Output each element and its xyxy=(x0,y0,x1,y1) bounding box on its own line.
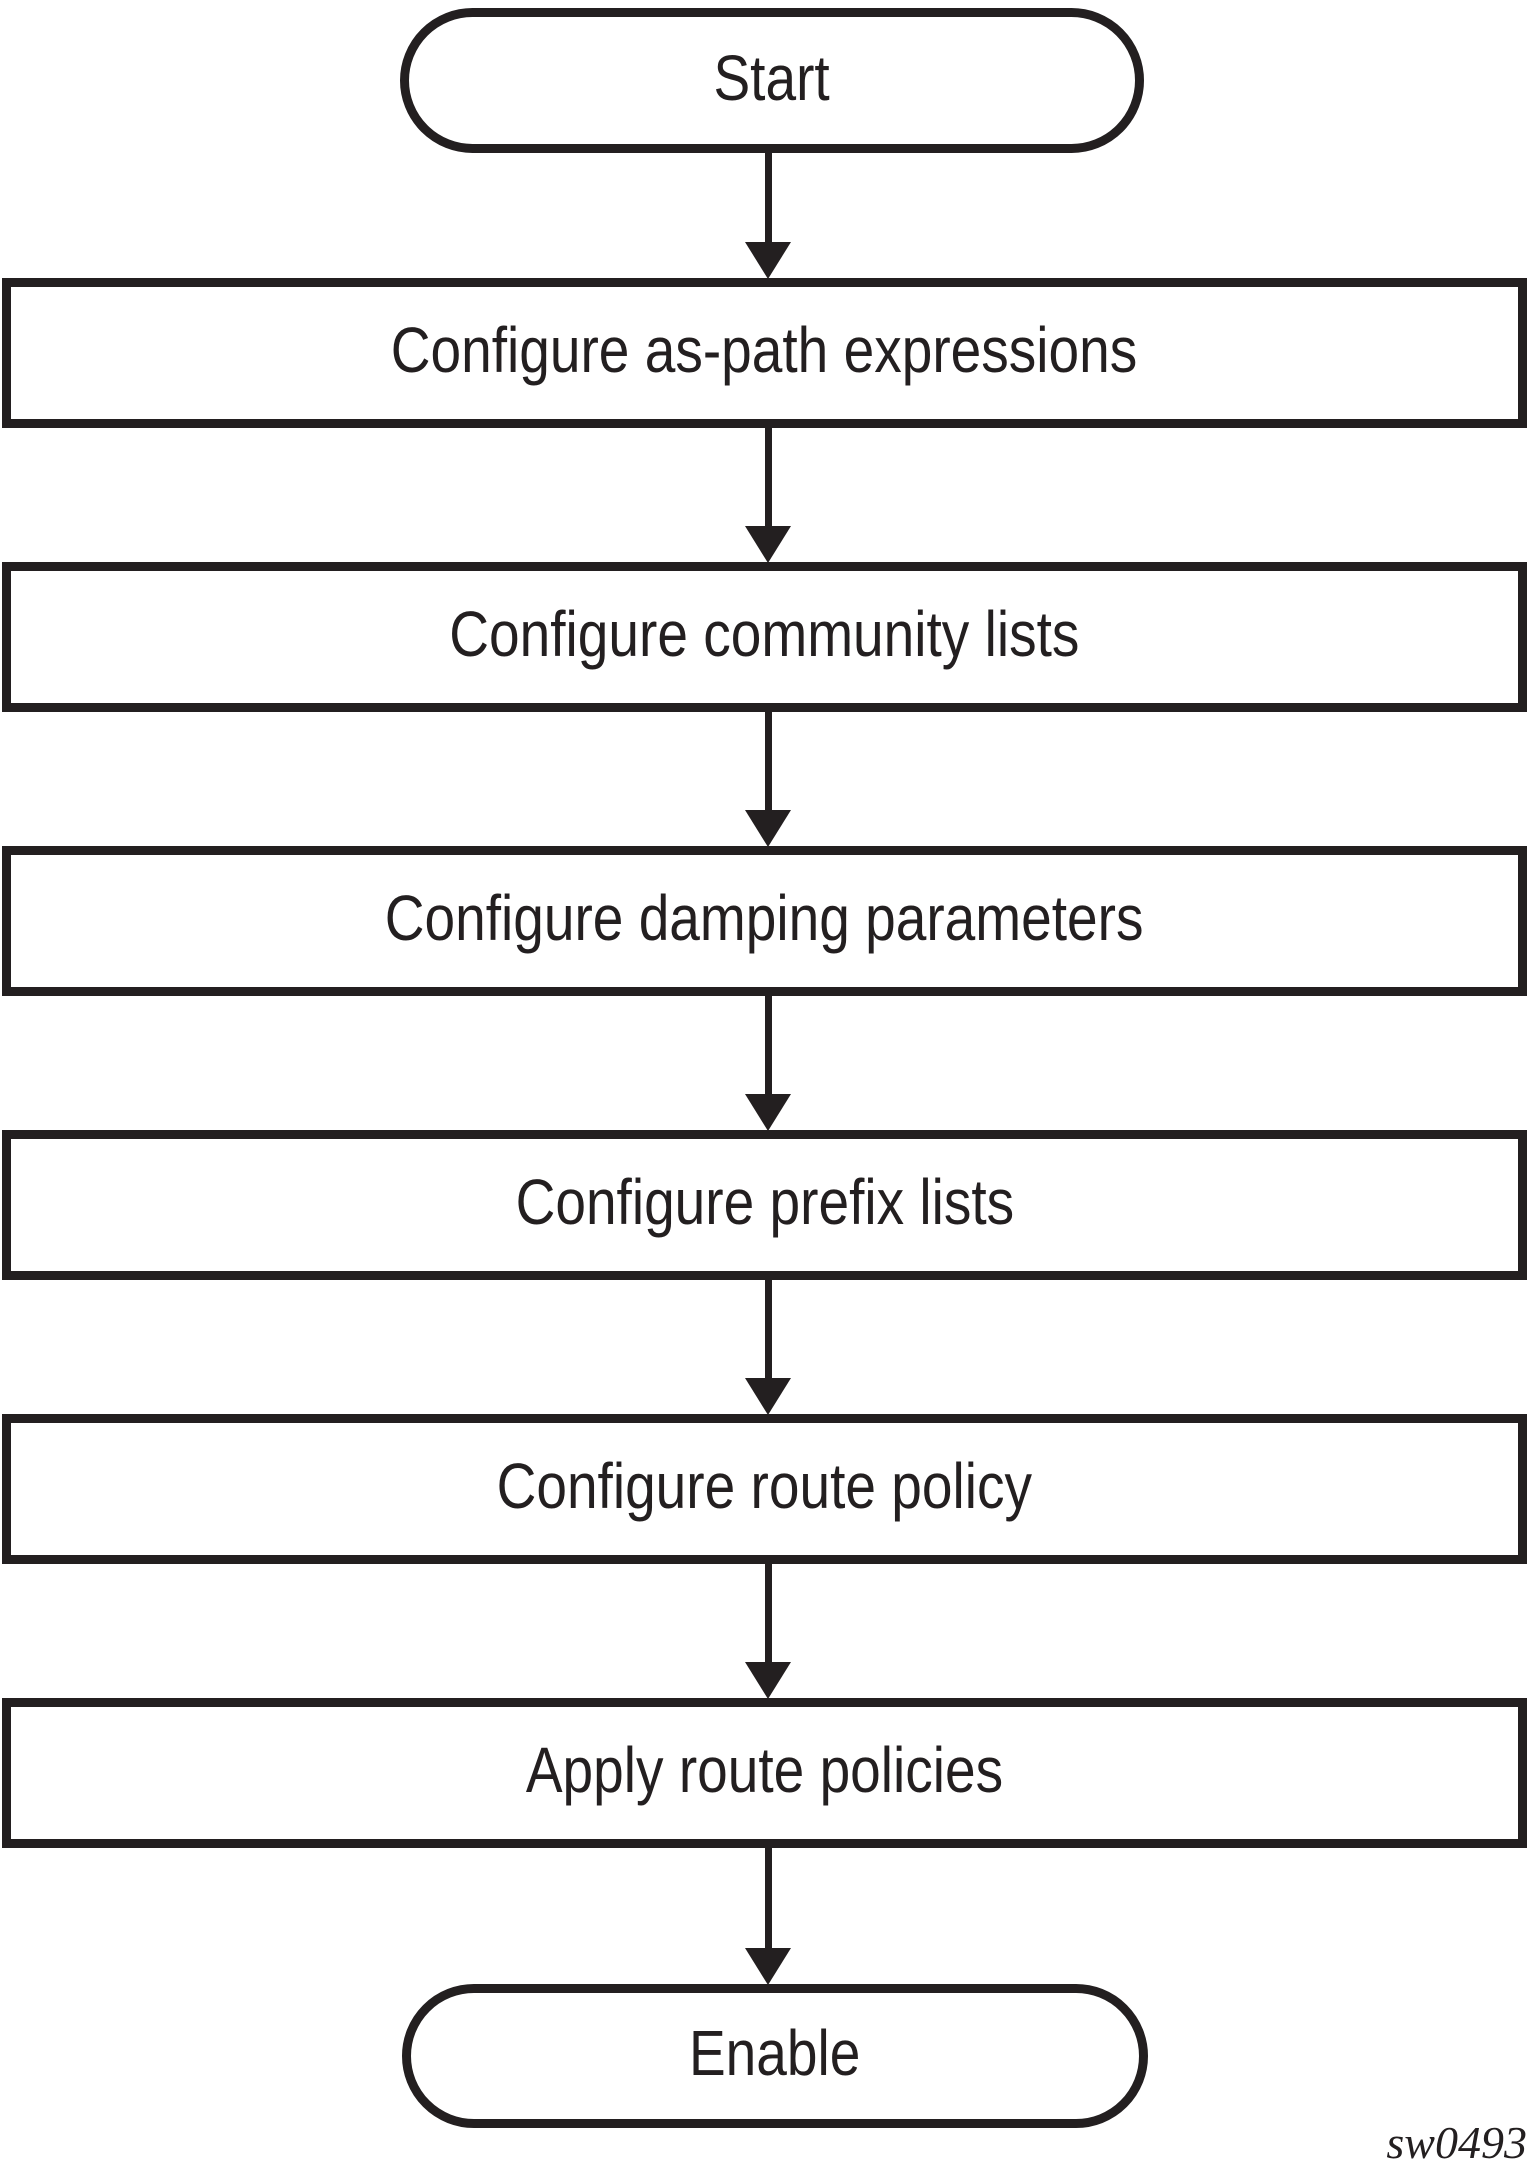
node-configure-route-policy: Configure route policy xyxy=(2,1414,1527,1564)
arrow-head-icon xyxy=(745,1662,791,1699)
arrow-shaft xyxy=(764,1846,772,1948)
arrow-shaft xyxy=(764,1278,772,1378)
flow-arrow-down-4 xyxy=(744,994,792,1131)
node-configure-prefix-lists-label: Configure prefix lists xyxy=(515,1166,1014,1238)
arrow-shaft xyxy=(764,710,772,810)
flow-arrow-down-3 xyxy=(744,710,792,847)
arrow-head-icon xyxy=(745,1948,791,1985)
arrow-shaft xyxy=(764,150,772,242)
flow-arrow-down-1 xyxy=(744,150,792,279)
node-configure-as-path-expressions: Configure as-path expressions xyxy=(2,278,1527,428)
node-configure-route-policy-label: Configure route policy xyxy=(496,1450,1033,1522)
arrow-head-icon xyxy=(745,1094,791,1131)
node-apply-route-policies-label: Apply route policies xyxy=(525,1734,1004,1806)
figure-watermark: sw0493 xyxy=(1386,2117,1527,2168)
arrow-head-icon xyxy=(745,810,791,847)
flow-arrow-down-5 xyxy=(744,1278,792,1415)
node-start-label: Start xyxy=(713,41,831,114)
flow-arrow-down-2 xyxy=(744,426,792,563)
node-configure-damping-parameters: Configure damping parameters xyxy=(2,846,1527,996)
node-configure-community-lists: Configure community lists xyxy=(2,562,1527,712)
node-start: Start xyxy=(400,8,1144,153)
arrow-shaft xyxy=(764,1562,772,1662)
arrow-head-icon xyxy=(745,242,791,279)
flow-arrow-down-7 xyxy=(744,1846,792,1985)
node-enable: Enable xyxy=(402,1984,1148,2128)
arrow-shaft xyxy=(764,994,772,1094)
node-enable-label: Enable xyxy=(689,2017,861,2089)
arrow-head-icon xyxy=(745,526,791,563)
node-configure-as-path-expressions-label: Configure as-path expressions xyxy=(391,314,1138,386)
arrow-shaft xyxy=(764,426,772,526)
node-configure-damping-parameters-label: Configure damping parameters xyxy=(385,882,1144,954)
node-configure-community-lists-label: Configure community lists xyxy=(449,598,1080,670)
flow-arrow-down-6 xyxy=(744,1562,792,1699)
node-configure-prefix-lists: Configure prefix lists xyxy=(2,1130,1527,1280)
node-apply-route-policies: Apply route policies xyxy=(2,1698,1527,1848)
arrow-head-icon xyxy=(745,1378,791,1415)
